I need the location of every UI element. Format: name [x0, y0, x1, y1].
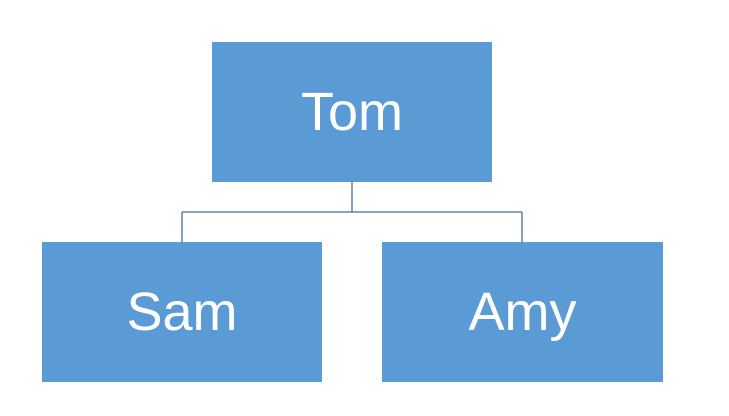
node-amy-label: Amy — [468, 282, 577, 342]
node-tom-label: Tom — [300, 82, 403, 142]
node-sam-label: Sam — [126, 282, 238, 342]
node-tom: Tom — [212, 42, 492, 182]
node-sam: Sam — [42, 242, 322, 382]
node-amy: Amy — [382, 242, 663, 382]
